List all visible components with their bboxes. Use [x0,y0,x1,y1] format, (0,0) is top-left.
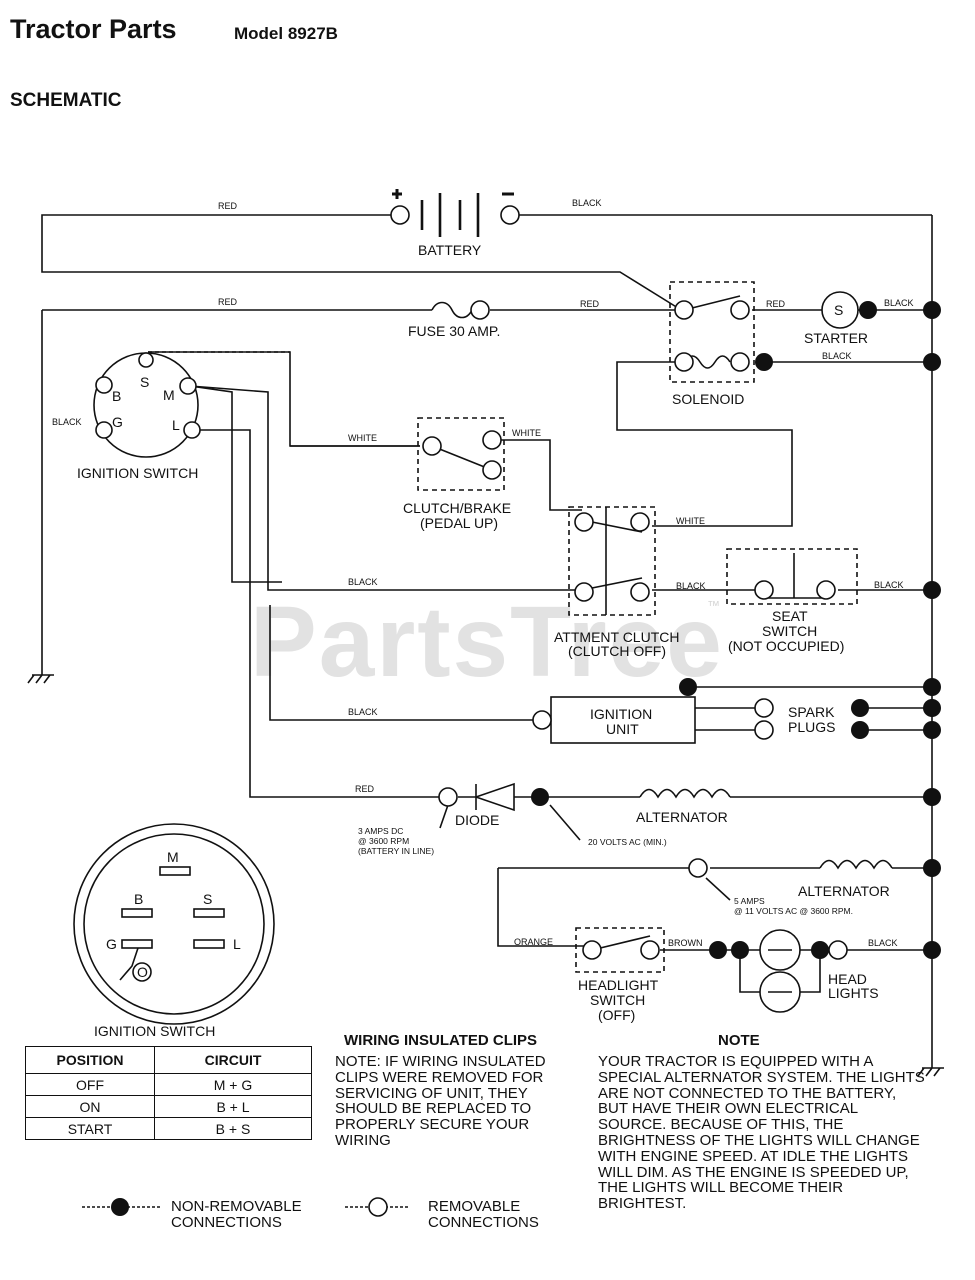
wire-label: BLACK [348,707,378,717]
terminal-b-label: B [112,388,121,404]
wire-label: BLACK [52,417,82,427]
head-lights-label: LIGHTS [828,985,879,1001]
wire-label: RED [218,297,238,307]
wire-label: RED [766,299,786,309]
diode-label: DIODE [455,812,499,828]
table-cell: OFF [25,1073,155,1096]
seat-switch-state-label: (NOT OCCUPIED) [728,638,844,654]
alternator-note-text: YOUR TRACTOR IS EQUIPPED WITH A SPECIAL … [598,1053,925,1213]
clutch-brake-label: CLUTCH/BRAKE [403,500,511,516]
wire-label: WHITE [512,428,541,438]
wire-label: BLACK [822,351,852,361]
spark-plugs-label: PLUGS [788,719,835,735]
table-cell: START [25,1117,155,1140]
wire-label: BROWN [668,938,703,948]
wire-label: RED [355,784,375,794]
attachment-clutch-label: ATTMENT CLUTCH [554,629,679,645]
section-title: SCHEMATIC [10,90,122,111]
alternator-2-note: @ 11 VOLTS AC @ 3600 RPM. [734,906,853,916]
starter-label: STARTER [804,330,868,346]
diagram-s-label: S [203,891,212,907]
diode-note: (BATTERY IN LINE) [358,846,434,856]
wire-label: BLACK [572,198,602,208]
alternator-note: 20 VOLTS AC (MIN.) [588,837,667,847]
diode-note: @ 3600 RPM [358,836,409,846]
terminal-s-label: S [140,374,149,390]
head-label: HEAD [828,971,867,987]
battery-label: BATTERY [418,242,482,258]
table-cell: B + S [154,1117,312,1140]
table-row: START B + S [25,1117,312,1140]
legend-text: NON-REMOVABLE [171,1198,302,1215]
alternator-label: ALTERNATOR [636,809,728,825]
spark-label: SPARK [788,704,835,720]
terminal-l-label: L [172,417,180,433]
diagram-g-label: G [106,936,117,952]
clutch-brake-state-label: (PEDAL UP) [420,515,498,531]
terminal-m-label: M [163,387,175,403]
wire-label: BLACK [676,581,706,591]
wire-label: BLACK [884,298,914,308]
ignition-unit-label-2: UNIT [606,721,639,737]
seat-label: SEAT [772,608,808,624]
legend-text: CONNECTIONS [171,1214,282,1231]
starter-s-label: S [834,302,843,318]
terminal-g-label: G [112,414,123,430]
ignition-switch-diagram-label: IGNITION SWITCH [94,1023,215,1039]
table-row: ON B + L [25,1095,312,1118]
fuse-label: FUSE 30 AMP. [408,323,500,339]
headlight-switch-state-label: (OFF) [598,1007,635,1023]
attachment-clutch-state-label: (CLUTCH OFF) [568,643,666,659]
ignition-position-table: POSITION CIRCUIT OFF M + G ON B + L STAR… [25,1046,312,1140]
wire-label: BLACK [874,580,904,590]
ignition-switch-label: IGNITION SWITCH [77,465,198,481]
model-number: Model 8927B [234,24,338,43]
alternator-2-note: 5 AMPS [734,896,765,906]
diagram-o-label: O [137,964,148,980]
partstree-watermark: PartsTree [250,586,724,698]
wiring-clips-title: WIRING INSULATED CLIPS [344,1032,538,1049]
wire-label: WHITE [348,433,377,443]
legend-text: CONNECTIONS [428,1214,539,1231]
wire-label: WHITE [676,516,705,526]
note-title: NOTE [718,1032,760,1049]
seat-switch-label: SWITCH [762,623,817,639]
legend-removable: REMOVABLE CONNECTIONS [428,1199,539,1231]
trademark-mark: ™ [707,598,720,613]
page-title: Tractor Parts [10,14,177,44]
diagram-b-label: B [134,891,143,907]
diode-note: 3 AMPS DC [358,826,403,836]
headlight-label: HEADLIGHT [578,977,659,993]
wire-label: BLACK [868,938,898,948]
legend-non-removable: NON-REMOVABLE CONNECTIONS [171,1199,302,1231]
diagram-l-label: L [233,936,241,952]
wire-label: BLACK [348,577,378,587]
table-header: CIRCUIT [154,1046,312,1074]
legend-text: REMOVABLE [428,1198,521,1215]
wire-label: RED [580,299,600,309]
wire-label: ORANGE [514,937,553,947]
alternator-2-label: ALTERNATOR [798,883,890,899]
ignition-unit-label: IGNITION [590,706,652,722]
wiring-clips-note: NOTE: IF WIRING INSULATED CLIPS WERE REM… [335,1053,546,1149]
wire-label: RED [218,201,238,211]
solenoid-label: SOLENOID [672,391,744,407]
headlight-switch-label: SWITCH [590,992,645,1008]
table-row: OFF M + G [25,1073,312,1096]
diagram-m-label: M [167,849,179,865]
